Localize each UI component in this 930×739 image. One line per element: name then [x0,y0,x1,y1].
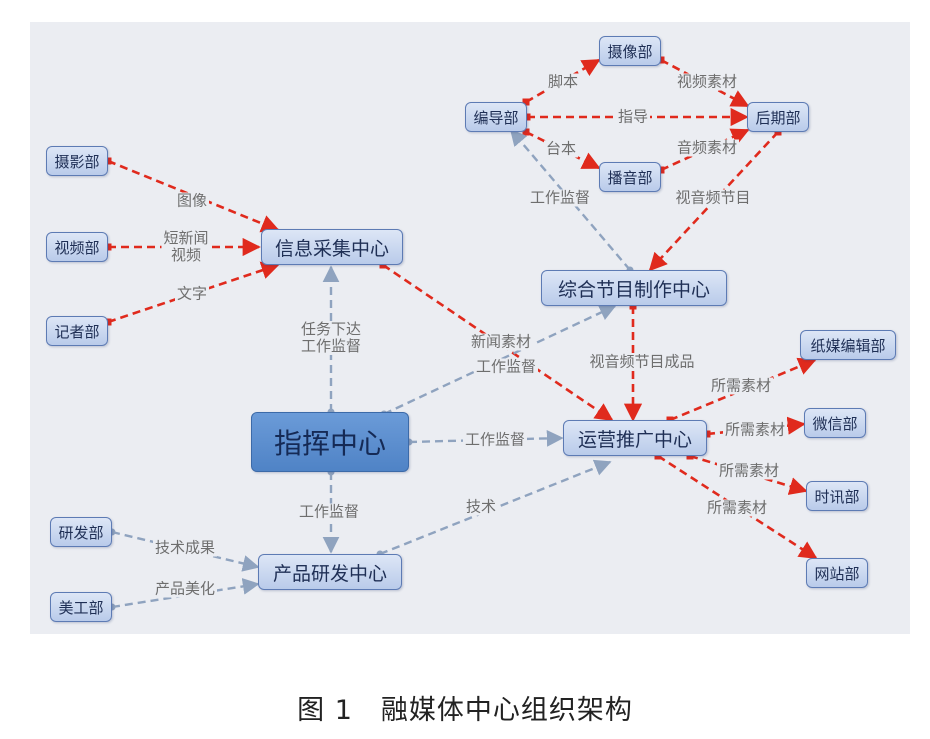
node-product-rd-center[interactable]: 产品研发中心 [258,554,402,590]
edge-label-audio-material: 音频素材 [674,138,740,157]
node-broadcast-dept[interactable]: 播音部 [599,162,661,192]
edge-program-to-command [383,304,617,416]
edge-post-to-program-start-marker [774,128,782,136]
node-command-center[interactable]: 指挥中心 [251,412,409,472]
edge-label-tech: 技术 [463,497,499,516]
edge-label-draft: 台本 [543,139,579,158]
edge-photo-to-info-start-marker [104,157,112,165]
diagram-panel: 指挥中心 信息采集中心 综合节目制作中心 运营推广中心 产品研发中心 摄影部 视… [30,22,910,634]
edge-label-work-supervision-operation: 工作监督 [462,430,528,449]
edge-info-to-reporter-start-marker [104,318,112,326]
edge-operation-to-website-start-marker [654,452,662,460]
node-photo-dept[interactable]: 摄影部 [46,146,108,176]
node-program-production-center[interactable]: 综合节目制作中心 [541,270,727,306]
edge-info-to-operation [382,263,614,422]
edge-operation-to-news [689,454,808,495]
edge-label-work-supervision-director: 工作监督 [527,188,593,207]
edge-broadcast-to-post-start-marker [657,166,665,174]
edge-info-to-reporter [107,261,280,324]
edge-label-guidance: 指导 [615,107,651,126]
edge-label-image: 图像 [174,191,210,210]
figure-caption: 图 1 融媒体中心组织架构 [297,695,633,726]
edge-label-product-beauty: 产品美化 [152,579,218,598]
node-info-collection-center[interactable]: 信息采集中心 [261,229,403,265]
edge-label-work-supervision-product: 工作监督 [296,502,362,521]
node-director-dept[interactable]: 编导部 [465,102,527,132]
node-paper-editor-dept[interactable]: 纸媒编辑部 [800,330,896,360]
node-camera-dept[interactable]: 摄像部 [599,36,661,66]
edge-program-to-operation-start-marker [629,302,637,310]
edge-label-work-supervision-program: 工作监督 [473,357,539,376]
edge-label-video-material: 视频素材 [674,72,740,91]
node-news-dept[interactable]: 时讯部 [806,481,868,511]
edge-info-to-operation-start-marker [379,261,387,269]
edge-label-short-news-video: 短新闻 视频 [161,229,211,264]
edge-label-text: 文字 [174,284,210,303]
edge-camera-to-post [660,58,750,108]
node-website-dept[interactable]: 网站部 [806,558,868,588]
edge-video-to-info-start-marker [104,243,112,251]
node-post-production-dept[interactable]: 后期部 [747,102,809,132]
edge-art-to-product [111,578,260,609]
edge-label-tech-result: 技术成果 [152,538,218,557]
edge-camera-to-post-start-marker [657,56,665,64]
edge-label-news-material: 新闻素材 [468,332,534,351]
edge-director-to-post-start-marker [523,113,531,121]
node-rd-dept[interactable]: 研发部 [50,517,112,547]
edge-label-needed-material-news: 所需素材 [716,461,782,480]
edge-label-task-supervision: 任务下达 工作监督 [298,320,364,355]
edge-label-needed-material-website: 所需素材 [704,498,770,517]
edge-label-needed-material-paper: 所需素材 [708,376,774,395]
edge-label-needed-material-wechat: 所需素材 [722,420,788,439]
edge-director-to-camera-start-marker [522,98,530,106]
edge-label-av-product: 视音频节目成品 [587,352,697,371]
edge-broadcast-to-post [660,128,750,172]
node-video-dept[interactable]: 视频部 [46,232,108,262]
node-reporter-dept[interactable]: 记者部 [46,316,108,346]
node-wechat-dept[interactable]: 微信部 [804,408,866,438]
node-art-dept[interactable]: 美工部 [50,592,112,622]
edge-operation-to-wechat-start-marker [703,430,711,438]
edge-operation-to-news-start-marker [686,452,694,460]
node-operation-promotion-center[interactable]: 运营推广中心 [563,420,707,456]
edge-label-av-program: 视音频节目 [673,188,753,207]
edge-label-script: 脚本 [545,72,581,91]
